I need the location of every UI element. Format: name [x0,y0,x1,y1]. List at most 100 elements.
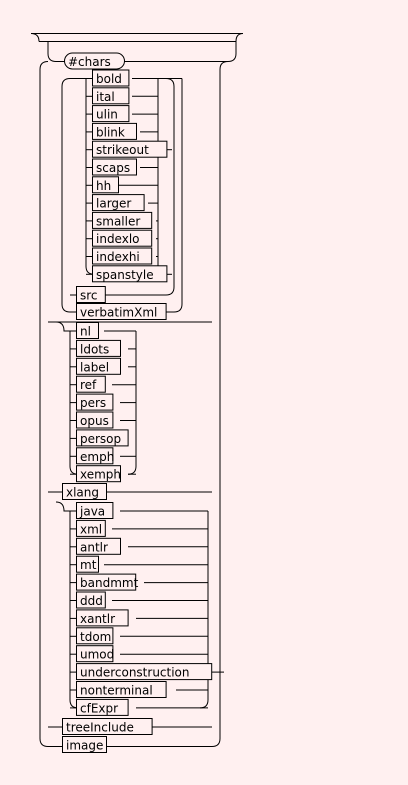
node-label: larger [96,197,131,211]
g5-entry [55,501,70,512]
node-box [76,375,106,393]
node-box [76,573,137,591]
node-smaller: smaller [92,211,153,229]
node-label: opus [80,414,109,428]
node-xlang: xlang [62,483,107,500]
node-label: treeInclude [66,721,134,735]
node-box [92,247,153,265]
node-label: xemph [80,468,121,482]
node-box [62,718,153,735]
node-cfexpr: cfExpr [76,698,129,716]
node-image: image [62,736,107,753]
g2-src-right [104,86,175,296]
node-label: xlang [66,486,99,500]
node-label: persop [80,432,121,446]
node-box [76,357,121,375]
node-label: java [79,505,105,519]
node-mt: mt [76,555,99,573]
node-label: src [80,289,98,303]
node-ulin: ulin [92,105,130,123]
node-persop: persop [76,429,129,447]
node-src: src [76,286,106,303]
node-box [76,537,121,555]
g2-rail-left [61,78,76,313]
node-box [92,265,168,283]
node-label: indexlo [96,232,140,246]
node-underconstruction: underconstruction [76,663,213,681]
outer-loop-right [211,61,229,747]
node-hh: hh [92,176,119,194]
node-xemph: xemph [76,465,121,483]
terminal-nodes: #charsbolditalulinblinkstrikeoutscapshhl… [62,52,213,753]
top-curve-left [30,33,40,42]
node-ital: ital [92,87,130,105]
node-label: nl [80,325,91,339]
node-box [92,105,130,123]
node-label: hh [96,179,111,193]
node-box [76,411,114,429]
node-label: bandmmt [80,576,139,590]
node-label: bold [96,72,122,86]
node-xantlr: xantlr [76,609,129,627]
node-treeinclude: treeInclude [62,718,153,735]
g1-exit [158,78,175,87]
node-indexhi: indexhi [92,247,153,265]
node-box [64,52,125,70]
node-label: cfExpr [80,701,118,715]
node-box [76,502,114,519]
node-label: ldots [80,342,109,356]
node-chars: #chars [64,52,125,70]
connector-lines [30,33,244,747]
node-tdom: tdom [76,627,114,645]
node-label: spanstyle [96,268,154,282]
node-box [92,69,130,87]
node-box [76,286,106,303]
node-box [76,645,114,663]
node-box [76,447,114,465]
node-box [92,176,119,194]
node-box [76,429,129,447]
node-nl: nl [76,322,99,339]
node-box [92,158,137,176]
node-pers: pers [76,393,114,411]
node-label: verbatimXml [80,306,157,320]
node-label: blink [96,125,125,139]
node-label: pers [80,396,106,410]
node-label: indexhi [96,250,140,264]
node-antlr: antlr [76,537,121,555]
node-box [76,555,99,573]
node-box [76,609,129,627]
node-label: label [80,360,109,374]
node-label: image [66,739,103,753]
node-indexlo: indexlo [92,229,153,247]
node-box [76,519,106,537]
node-label: ddd [80,594,103,608]
node-box [76,303,167,320]
node-label: smaller [96,214,140,228]
node-label: ulin [96,108,118,122]
g3-entry [55,321,70,332]
node-bandmmt: bandmmt [76,573,139,591]
node-label: antlr [80,540,108,554]
outer-loop-left [39,61,49,747]
node-ldots: ldots [76,339,121,357]
node-box [92,87,130,105]
node-box [76,591,106,609]
node-blink: blink [92,122,137,140]
node-label: xantlr [80,612,115,626]
node-verbatimxml: verbatimXml [76,303,167,320]
g2-rail-right [160,78,183,313]
node-bold: bold [92,69,130,87]
node-xml: xml [76,519,106,537]
node-scaps: scaps [92,158,137,176]
node-box [62,736,107,753]
g3-rail-right [127,331,137,475]
node-box [76,627,114,645]
node-java: java [76,502,114,519]
node-umod: umod [76,645,114,663]
node-box [76,322,99,339]
node-box [76,339,121,357]
node-label: mt [80,558,97,572]
node-label: emph [80,450,114,464]
node-label: ital [96,90,115,104]
